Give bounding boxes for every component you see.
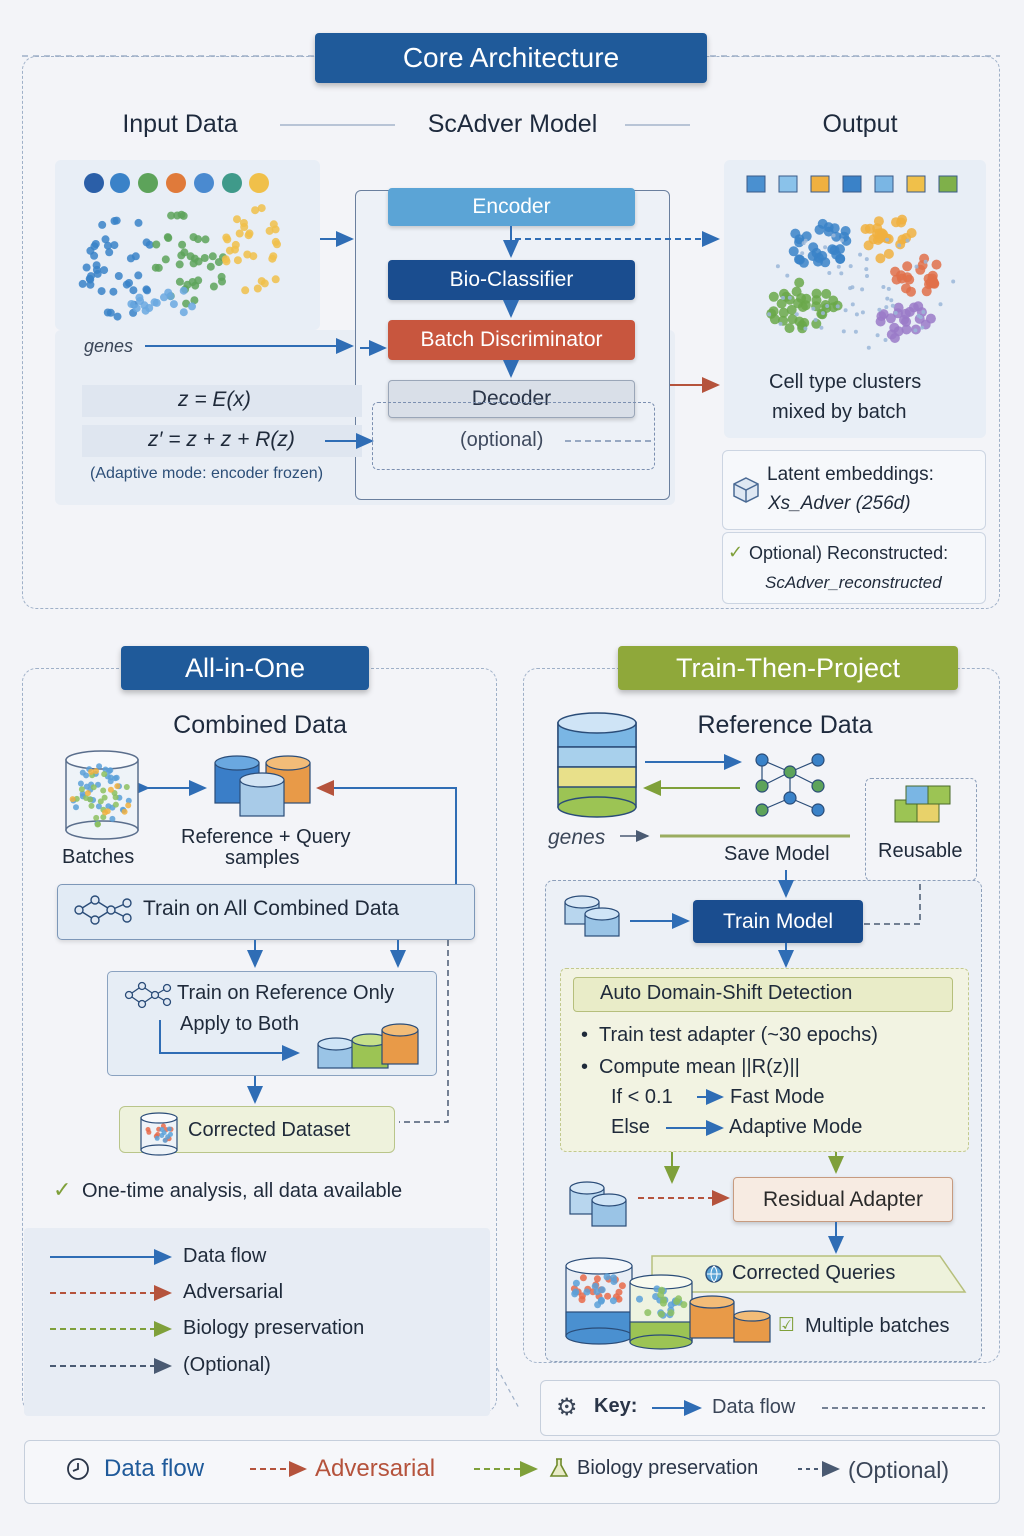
adaptive-mode-label: Adaptive Mode	[729, 1116, 863, 1138]
reconstructed-title: Optional) Reconstructed:	[749, 543, 949, 563]
bullet-train-adapter: Train test adapter (~30 epochs)	[599, 1024, 878, 1046]
legend-optional: (Optional)	[183, 1354, 271, 1376]
decoder-optional-label: (optional)	[460, 429, 544, 451]
all-in-one-title: All-in-One	[121, 646, 369, 690]
one-time-note: One-time analysis, all data available	[82, 1180, 403, 1202]
train-model-button[interactable]: Train Model	[693, 900, 863, 943]
clusters-caption-2: mixed by batch	[772, 401, 907, 423]
footer-data-flow: Data flow	[104, 1455, 205, 1482]
fast-mode-label: Fast Mode	[730, 1086, 825, 1108]
scadver-model-heading: ScAdver Model	[427, 110, 598, 138]
legend-biology: Biology preservation	[183, 1317, 365, 1339]
latent-embeddings-card	[722, 450, 986, 530]
train-all-button[interactable]	[57, 884, 475, 940]
flask-icon	[548, 1457, 570, 1485]
combined-data-heading: Combined Data	[173, 711, 347, 739]
output-heading: Output	[822, 110, 898, 138]
legend-panel	[24, 1228, 490, 1416]
ref-query-label-2: samples	[225, 847, 300, 869]
batches-label: Batches	[62, 846, 135, 868]
reusable-label: Reusable	[878, 840, 963, 862]
train-reference-label-1: Train on Reference Only	[177, 982, 395, 1004]
equation-encoder: z = E(x)	[178, 388, 251, 411]
residual-adapter-block: Residual Adapter	[733, 1177, 953, 1222]
checkbox-icon: ☑	[778, 1315, 796, 1336]
reusable-frame	[865, 778, 977, 881]
bullet-dot-1: •	[581, 1024, 589, 1046]
clock-icon	[66, 1457, 90, 1487]
check-icon: ✓	[728, 542, 744, 562]
core-architecture-title: Core Architecture	[315, 33, 707, 83]
latent-embeddings-title: Latent embeddings:	[767, 464, 934, 485]
globe-icon	[704, 1264, 724, 1290]
gear-icon: ⚙	[556, 1394, 578, 1421]
else-label: Else	[611, 1116, 650, 1138]
output-cluster-panel	[724, 160, 986, 438]
train-reference-label-2: Apply to Both	[180, 1013, 299, 1035]
bio-classifier-block: Bio-Classifier	[388, 260, 635, 300]
reconstructed-value: ScAdver_reconstructed	[765, 573, 942, 592]
footer-optional: (Optional)	[848, 1457, 949, 1483]
encoder-block: Encoder	[388, 188, 635, 226]
reference-data-heading: Reference Data	[697, 711, 873, 739]
footer-biology: Biology preservation	[577, 1457, 759, 1479]
save-model-label: Save Model	[724, 843, 830, 865]
key-data-flow: Data flow	[712, 1396, 796, 1418]
equation-adapter: z′ = z + z + R(z)	[148, 428, 295, 451]
decoder-block: Decoder	[388, 380, 635, 418]
ref-query-label-1: Reference + Query	[181, 826, 351, 848]
network-icon	[73, 893, 133, 933]
latent-embeddings-value: Xs_Adver (256d)	[768, 493, 911, 514]
input-data-heading: Input Data	[122, 110, 238, 138]
domain-shift-title: Auto Domain-Shift Detection	[600, 982, 853, 1004]
input-data-panel	[55, 160, 320, 330]
genes-label: genes	[84, 336, 134, 356]
network-small-icon	[124, 980, 172, 1016]
adaptive-mode-note: (Adaptive mode: encoder frozen)	[90, 465, 324, 482]
bullet-compute-mean: Compute mean ||R(z)||	[599, 1056, 800, 1078]
train-then-project-title: Train-Then-Project	[618, 646, 958, 690]
legend-adversarial: Adversarial	[183, 1281, 284, 1303]
reconstructed-card	[722, 532, 986, 604]
checkmark-icon: ✓	[53, 1177, 72, 1202]
if-condition: If < 0.1	[611, 1086, 673, 1108]
footer-adversarial: Adversarial	[315, 1455, 436, 1482]
train-all-label: Train on All Combined Data	[143, 897, 400, 920]
genes-label-ttp: genes	[548, 826, 606, 849]
equation-row-2	[82, 425, 362, 457]
equation-row-1	[82, 385, 362, 417]
multiple-batches-label: Multiple batches	[805, 1315, 950, 1337]
legend-data-flow: Data flow	[183, 1245, 267, 1267]
batch-discriminator-block: Batch Discriminator	[388, 320, 635, 360]
clusters-caption-1: Cell type clusters	[769, 371, 922, 393]
domain-shift-title-box	[573, 977, 953, 1012]
corrected-dataset-label: Corrected Dataset	[188, 1119, 351, 1141]
bullet-dot-2: •	[581, 1056, 589, 1078]
key-label: Key:	[594, 1395, 638, 1417]
cube-icon	[732, 476, 760, 504]
corrected-queries-label: Corrected Queries	[732, 1262, 896, 1284]
